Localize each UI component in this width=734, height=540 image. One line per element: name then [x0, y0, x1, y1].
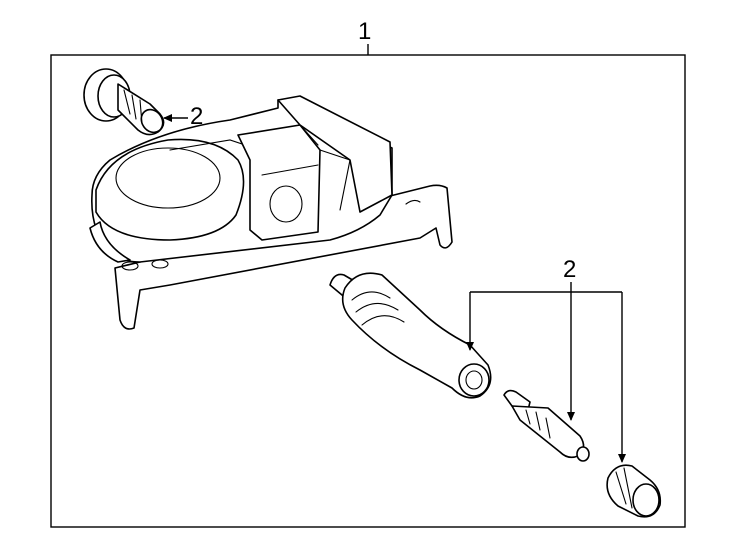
valve-core-part — [503, 389, 590, 462]
valve-cap-part — [606, 464, 662, 518]
callout-assembly-number: 1 — [358, 18, 372, 45]
bolt-part — [83, 68, 165, 136]
callout-bolt-number: 2 — [190, 103, 204, 130]
callout-valve-parts-number: 2 — [563, 256, 577, 283]
tpms-sensor-part — [89, 95, 453, 330]
valve-stem-part — [329, 272, 492, 399]
valve-callout-leaders — [466, 282, 626, 463]
